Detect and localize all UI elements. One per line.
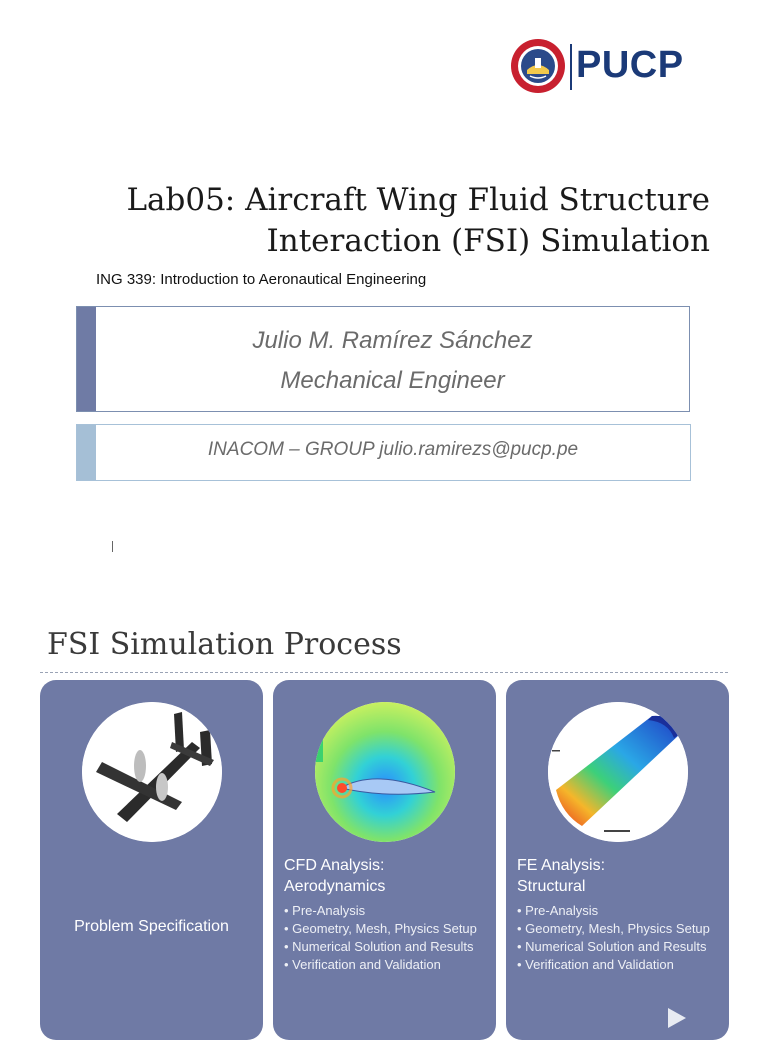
list-item: Geometry, Mesh, Physics Setup (517, 920, 710, 938)
problem-specification-label: Problem Specification (74, 918, 229, 935)
contact-line: INACOM – GROUP julio.ramirezs@pucp.pe (207, 439, 579, 460)
fe-step-list: Pre-Analysis Geometry, Mesh, Physics Set… (517, 902, 710, 974)
slide-title-line-2: Interaction (FSI) Simulation (266, 223, 710, 259)
section-title: FSI Simulation Process (47, 627, 402, 662)
cfd-heading-line-1: CFD Analysis: (284, 857, 385, 874)
cfd-step-list: Pre-Analysis Geometry, Mesh, Physics Set… (284, 902, 477, 974)
list-item: Pre-Analysis (517, 902, 710, 920)
logo-divider (570, 44, 572, 90)
author-box-accent-bar (77, 307, 96, 411)
list-item: Geometry, Mesh, Physics Setup (284, 920, 477, 938)
cfd-heading-line-2: Aerodynamics (284, 878, 386, 895)
text-cursor-mark (112, 541, 113, 552)
contact-box-accent-bar (77, 425, 96, 480)
slide-title: Lab05: Aircraft Wing Fluid Structure Int… (50, 180, 710, 262)
course-subtitle: ING 339: Introduction to Aeronautical En… (96, 271, 427, 288)
wing-stress-icon (548, 702, 688, 842)
process-card-fe[interactable]: FE Analysis: Structural Pre-Analysis Geo… (506, 680, 729, 1040)
fe-heading-line-1: FE Analysis: (517, 857, 606, 874)
next-arrow-icon[interactable] (668, 1008, 686, 1028)
cfd-heading: CFD Analysis: Aerodynamics (284, 855, 385, 897)
airfoil-cfd-icon (315, 702, 455, 842)
author-box: Julio M. Ramírez Sánchez Mechanical Engi… (76, 306, 690, 412)
author-role: Mechanical Engineer (280, 367, 505, 394)
process-card-problem[interactable]: Problem Specification (40, 680, 263, 1040)
list-item: Verification and Validation (517, 956, 710, 974)
list-item: Pre-Analysis (284, 902, 477, 920)
list-item: Numerical Solution and Results (284, 938, 477, 956)
fe-heading-line-2: Structural (517, 878, 586, 895)
contact-box: INACOM – GROUP julio.ramirezs@pucp.pe (76, 424, 691, 481)
process-card-cfd[interactable]: CFD Analysis: Aerodynamics Pre-Analysis … (273, 680, 496, 1040)
pucp-seal-logo (510, 38, 566, 94)
author-name: Julio M. Ramírez Sánchez (252, 327, 533, 354)
fe-heading: FE Analysis: Structural (517, 855, 605, 897)
aircraft-model-icon (82, 702, 222, 842)
list-item: Verification and Validation (284, 956, 477, 974)
list-item: Numerical Solution and Results (517, 938, 710, 956)
title-divider (40, 672, 728, 673)
slide-title-line-1: Lab05: Aircraft Wing Fluid Structure (126, 182, 710, 218)
pucp-wordmark: PUCP (576, 44, 684, 86)
